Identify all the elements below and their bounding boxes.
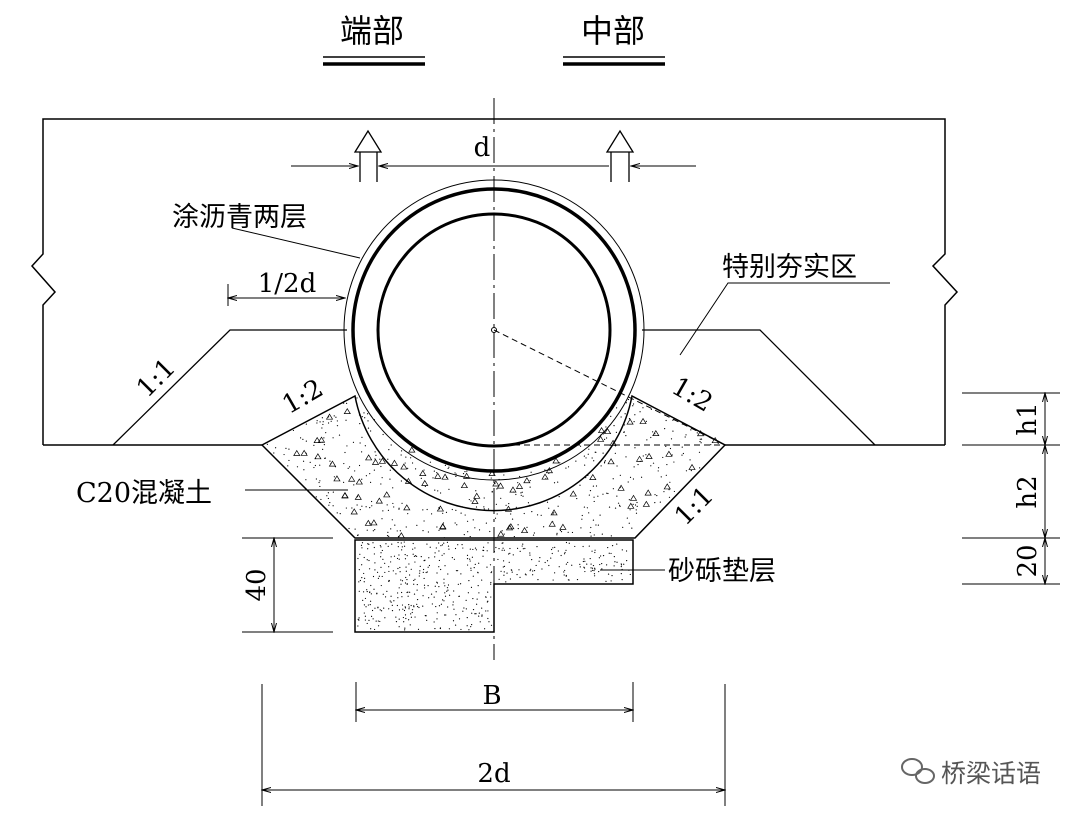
dim-b-group [356,682,633,722]
compaction-label: 特别夯实区 [722,252,857,283]
dim-right-group [962,393,1060,584]
section-arrow-right [605,129,635,182]
compaction-slope-left [112,329,347,446]
wechat-icon [901,758,935,784]
gravel-label: 砂砾垫层 [668,556,776,587]
slope-left-outer: 1:1 [131,353,182,404]
title-middle: 中部 [581,12,645,50]
concrete-cradle [260,394,727,539]
slope-right-inner: 1:2 [666,372,717,419]
compaction-leader [679,282,890,356]
dim-40-label: 40 [242,568,272,601]
concrete-label: C20混凝土 [76,478,212,509]
dim-40-group [242,538,333,632]
dim-2d-label: 2d [477,759,510,789]
asphalt-label: 涂沥青两层 [172,202,307,233]
dim-b-label: B [482,681,501,711]
radius-line [493,329,726,446]
dim-h1-label: h1 [1013,402,1043,435]
dim-20-label: 20 [1013,544,1043,577]
section-arrow-left [353,129,383,182]
watermark-text: 桥梁话语 [941,759,1041,788]
dim-d-label: d [474,133,491,163]
dim-half-d-label: 1/2d [258,269,317,299]
dim-h2-label: h2 [1013,475,1043,508]
compaction-slope-right [642,329,876,446]
asphalt-leader [231,227,361,259]
dim-2d-group [262,684,725,806]
title-end: 端部 [340,12,404,50]
